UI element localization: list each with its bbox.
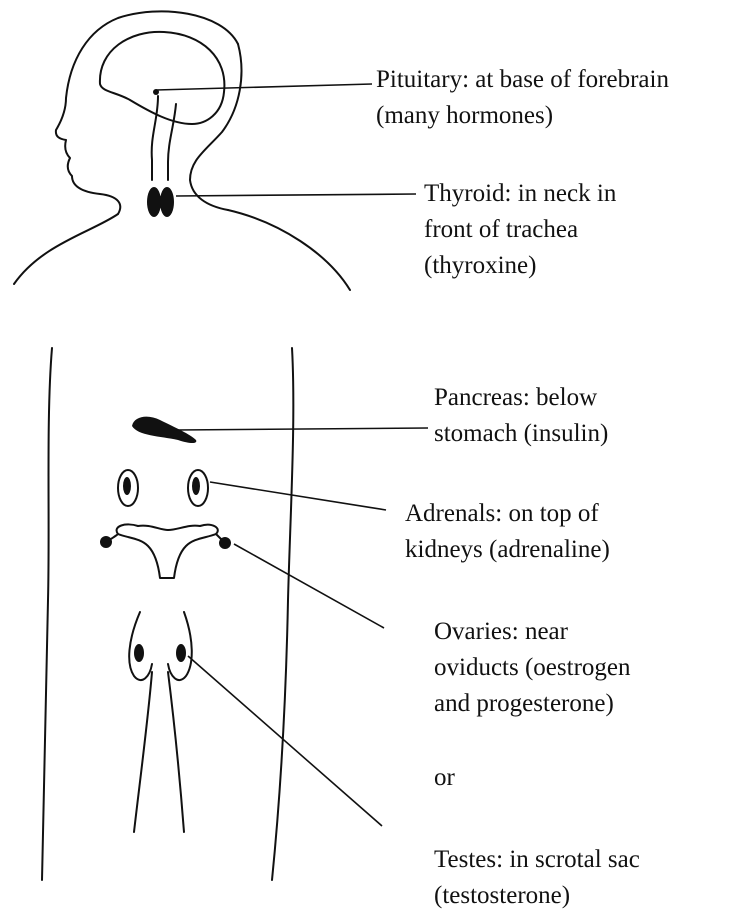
thyroid-label-line1: Thyroid: in neck in — [424, 176, 616, 212]
adrenals-label-line2: kidneys (adrenaline) — [405, 532, 610, 568]
pancreas-label: Pancreas: below stomach (insulin) — [434, 380, 608, 452]
thyroid-label-line3: (thyroxine) — [424, 248, 616, 284]
left-leg-line — [134, 672, 152, 832]
adrenals-label: Adrenals: on top of kidneys (adrenaline) — [405, 496, 610, 568]
pancreas-label-line2: stomach (insulin) — [434, 416, 608, 452]
right-shoulder — [228, 210, 350, 290]
adrenals-label-line1: Adrenals: on top of — [405, 496, 610, 532]
pituitary-label-line2: (many hormones) — [376, 98, 669, 134]
spinal-cord-left — [152, 96, 158, 180]
pituitary-leader-line — [156, 84, 372, 90]
thyroid-label-line2: front of trachea — [424, 212, 616, 248]
ovaries-label-line2: oviducts (oestrogen — [434, 650, 630, 686]
head-back-outline — [190, 44, 241, 210]
thyroid-left-lobe — [147, 187, 161, 217]
left-adrenal-mark — [123, 477, 131, 495]
or-label-text: or — [434, 760, 455, 796]
testes-label-line2: (testosterone) — [434, 878, 640, 914]
right-adrenal-mark — [192, 477, 200, 495]
ovaries-label: Ovaries: near oviducts (oestrogen and pr… — [434, 614, 630, 722]
right-leg-line — [168, 672, 184, 832]
thyroid-leader-line — [176, 194, 416, 196]
brain-outline — [100, 32, 224, 124]
ovaries-label-line3: and progesterone) — [434, 686, 630, 722]
testes-label: Testes: in scrotal sac (testosterone) — [434, 842, 640, 914]
left-ovary — [100, 536, 112, 548]
uterus-outline — [117, 524, 218, 578]
or-label: or — [434, 760, 455, 796]
pancreas-label-line1: Pancreas: below — [434, 380, 608, 416]
ovaries-label-line1: Ovaries: near — [434, 614, 630, 650]
spinal-cord-right — [168, 104, 176, 180]
right-testis — [176, 644, 186, 662]
torso-right-outline — [272, 348, 293, 880]
torso-left-outline — [42, 348, 52, 880]
pancreas-leader-line — [176, 428, 428, 430]
testes-label-line1: Testes: in scrotal sac — [434, 842, 640, 878]
ovaries-leader-line — [234, 544, 384, 628]
adrenals-leader-line — [210, 482, 386, 510]
thyroid-label: Thyroid: in neck in front of trachea (th… — [424, 176, 616, 284]
thyroid-right-lobe — [160, 187, 174, 217]
pituitary-label-line1: Pituitary: at base of forebrain — [376, 62, 669, 98]
pituitary-label: Pituitary: at base of forebrain (many ho… — [376, 62, 669, 134]
head-outline — [56, 11, 238, 214]
left-shoulder — [14, 214, 118, 284]
left-testis — [134, 644, 144, 662]
right-ovary — [219, 537, 231, 549]
